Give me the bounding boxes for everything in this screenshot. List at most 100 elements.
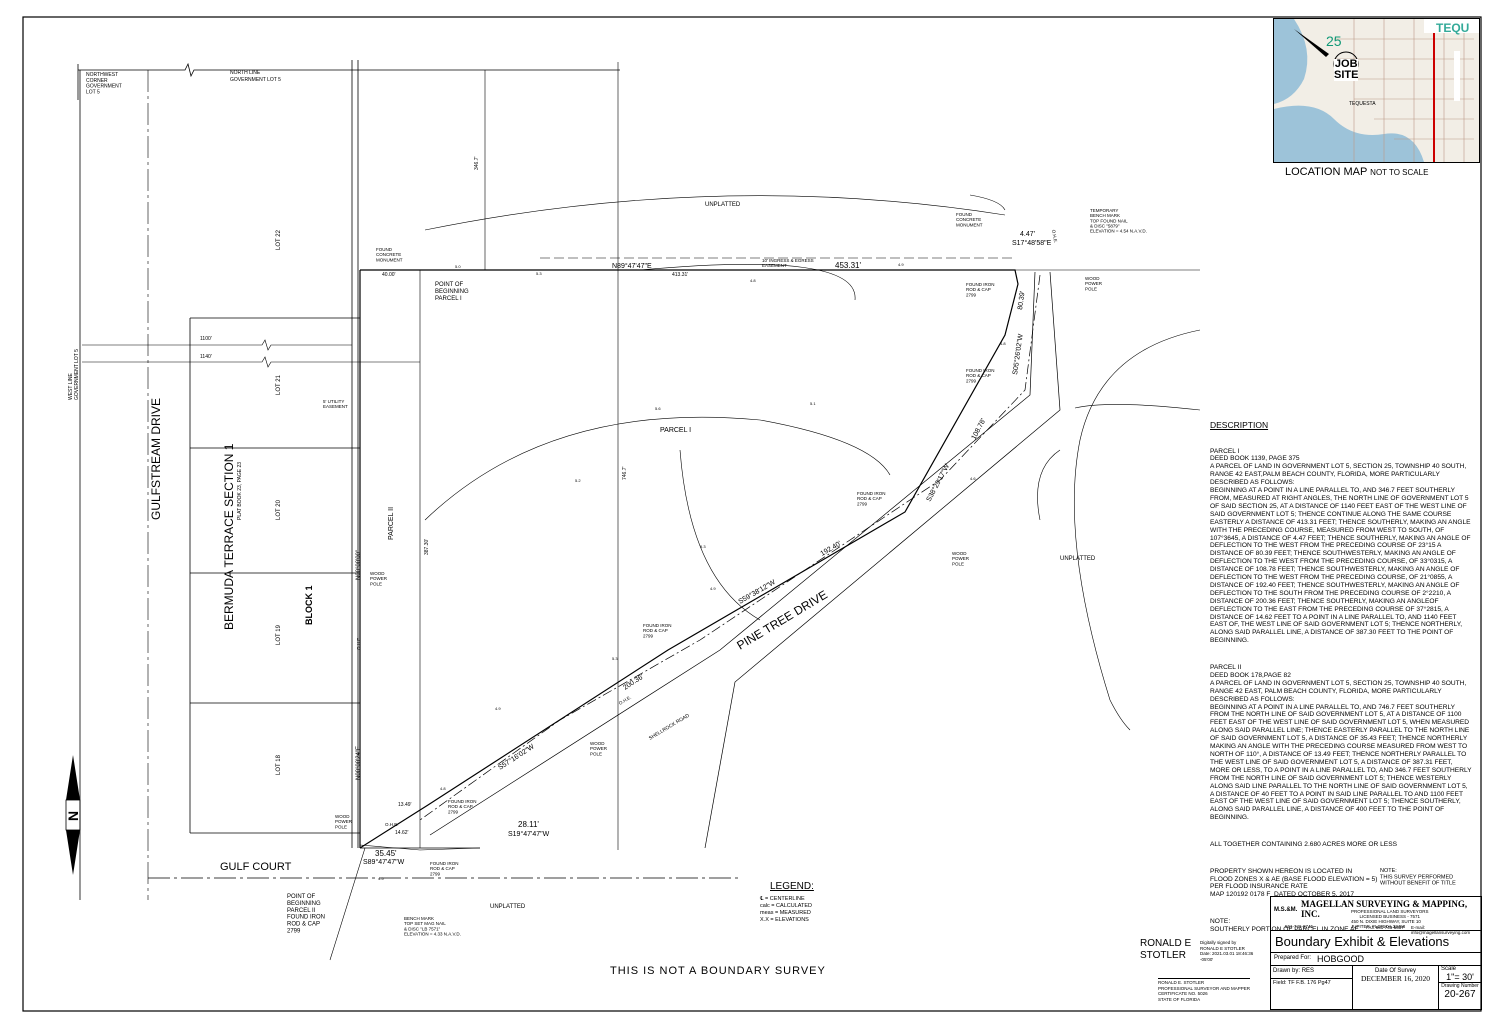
field-book: TF F.B. 176 Pg47	[1287, 980, 1331, 986]
lot-18-label: LOT 18	[276, 754, 282, 775]
company-email: E-mail: info@magellansurveying.com	[1411, 925, 1471, 935]
drawing-title-row: Boundary Exhibit & Elevations	[1271, 931, 1481, 953]
bearing-s05: S05°26'02"W	[1011, 333, 1025, 375]
company-address: 450 N. DIXIE HIGHWAY, SUITE 10 JUPITER, …	[1351, 919, 1421, 929]
parcel-1-label: PARCEL I	[660, 427, 691, 434]
svg-text:4.9: 4.9	[710, 586, 716, 591]
dim-10878: 108.78'	[971, 418, 988, 441]
date-cell: Date Of Survey DECEMBER 16, 2020	[1353, 966, 1439, 1009]
svg-text:4.5: 4.5	[378, 876, 384, 881]
company-sub: PROFESSIONAL LAND SURVEYORS LICENSED BUS…	[1351, 909, 1429, 919]
bearing-n89: N89°47'47"E	[612, 262, 652, 270]
zone-ae-note: NOTE: SOUTHERLY PORTION OF PARCEL IN ZON…	[1210, 918, 1359, 933]
svg-text:4.8: 4.8	[750, 278, 756, 283]
section-number: 25	[1326, 33, 1342, 49]
svg-text:4.9: 4.9	[495, 706, 501, 711]
drawn-label: Drawn by:	[1273, 968, 1301, 974]
ohe-1: O.H.E.	[1051, 229, 1058, 243]
info-row: Drawn by: RES Field: TF F.B. 176 Pg47 Da…	[1271, 966, 1481, 1009]
ohe-3: O.H.E.	[356, 636, 361, 650]
field-label: Field:	[1273, 980, 1287, 986]
shellrock-label: SHELLROCK ROAD	[648, 713, 691, 742]
parcel-boundary	[359, 269, 1019, 849]
subdivision-label: BERMUDA TERRACE SECTION 1	[222, 443, 236, 630]
legend-title: LEGEND:	[770, 881, 814, 892]
digital-signature: Digitally signed by RONALD E STOTLER Dat…	[1200, 940, 1254, 962]
dim-1100: 1100'	[200, 336, 212, 342]
scale-cell: Scale 1"= 30' Drawing Number 20-267	[1439, 966, 1481, 1009]
drawing-title: Boundary Exhibit & Elevations	[1275, 934, 1450, 949]
drawing-number: 20-267	[1444, 989, 1476, 1000]
west-line-label: WEST LINEGOVERNMENT LOT 5	[68, 349, 80, 400]
unplatted-north: UNPLATTED	[705, 202, 741, 208]
location-map-caption: LOCATION MAP NOT TO SCALE	[1285, 166, 1428, 178]
gulfstream-drive-label: GULFSTREAM DRIVE	[149, 398, 163, 520]
dim-387: 387.30'	[424, 539, 430, 555]
flood-zone-arcs	[329, 194, 1201, 961]
elevation-marks: 5.05.34.8 4.94.85.1 5.65.25.3 4.95.34.9 …	[378, 262, 1006, 881]
job-site-label: JOB SITE	[1334, 58, 1359, 81]
dim-1349: 13.49'	[398, 802, 412, 808]
north-arrow-label: N	[65, 811, 81, 821]
ohe-4: O.H.E.	[385, 822, 399, 827]
description-heading: DESCRIPTION	[1210, 419, 1269, 430]
reference-lines	[419, 62, 619, 850]
prepared-row: Prepared For: HOBGOOD	[1271, 953, 1481, 966]
bearing-n00b: N00°00'24"E	[356, 746, 362, 780]
legend-elevations: X.X = ELEVATIONS	[760, 917, 809, 923]
drawn-cell: Drawn by: RES Field: TF F.B. 176 Pg47	[1271, 966, 1353, 1009]
dim-3545: 35.45'	[375, 849, 397, 858]
offset-dims	[82, 339, 420, 368]
company-fax: FAX 561-746-5637	[1366, 925, 1404, 930]
pine-tree-drive	[148, 271, 1061, 879]
svg-text:5.0: 5.0	[455, 264, 461, 269]
signer-name: RONALD E STOTLER	[1140, 938, 1192, 961]
dim-8039: 80.39'	[1017, 291, 1027, 311]
svg-text:4.9: 4.9	[898, 262, 904, 267]
scale-label: Scale	[1441, 966, 1457, 972]
bearing-s19: S19°47'47"W	[508, 830, 550, 838]
location-map-graphic	[1274, 19, 1479, 162]
bearing-s38: S38°29'17"W	[925, 462, 952, 503]
north-arrow	[65, 755, 81, 875]
ohe-2: O.H.E.	[618, 695, 632, 706]
svg-text:5.3: 5.3	[612, 656, 618, 661]
plat-ref-label: PLAT BOOK 23, PAGE 23	[237, 462, 243, 520]
svg-text:5.2: 5.2	[575, 478, 581, 483]
sheet-border	[22, 16, 1482, 1012]
town-label: TEQUESTA	[1349, 101, 1376, 107]
title-block: M.S.&M. MAGELLAN SURVEYING & MAPPING, IN…	[1270, 896, 1482, 1010]
dim-346: 346.7'	[474, 156, 480, 170]
parcel-1-description: PARCEL I DEED BOOK 1139, PAGE 375 A PARC…	[1210, 447, 1471, 645]
location-map-caption-note: NOT TO SCALE	[1370, 168, 1429, 177]
unplatted-east: UNPLATTED	[1060, 556, 1096, 562]
dim-1140: 1140'	[200, 354, 212, 360]
location-map: JOB SITE 25 TEQUESTA TEQU	[1273, 18, 1480, 163]
legal-description: DESCRIPTION PARCEL I DEED BOOK 1139, PAG…	[1210, 406, 1472, 945]
dim-413: 413.31'	[672, 272, 688, 278]
date-label: Date Of Survey	[1374, 968, 1416, 974]
scale-value: 1"= 30'	[1446, 972, 1474, 982]
surveyor-certificate: RONALD E. STOTLER PROFESSIONAL SURVEYOR …	[1158, 978, 1251, 1002]
svg-text:5.6: 5.6	[655, 406, 661, 411]
legend-calculated: calc = CALCULATED	[760, 903, 812, 909]
dim-453: 453.31'	[835, 261, 861, 270]
location-map-caption-text: LOCATION MAP	[1285, 166, 1368, 178]
company-name: MAGELLAN SURVEYING & MAPPING, INC.	[1301, 899, 1468, 919]
bearing-s17: S17°48'58"E	[1012, 239, 1052, 247]
